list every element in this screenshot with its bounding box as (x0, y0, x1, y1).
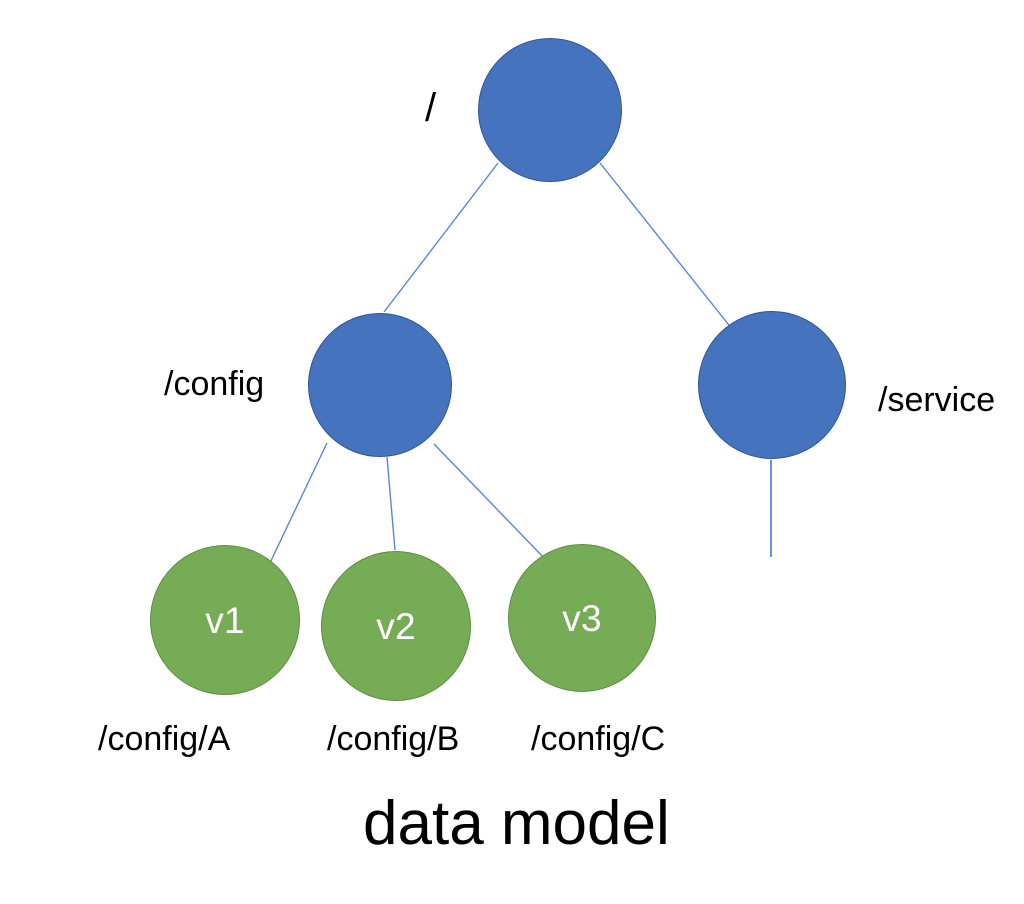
node-config-label: /config (164, 365, 265, 403)
node-service-label: /service (878, 381, 996, 419)
edge-root-service (599, 162, 737, 335)
edge-config-v2 (386, 456, 396, 551)
node-v1-text: v1 (205, 599, 245, 641)
diagram-caption: data model (363, 789, 670, 858)
node-root-label: / (425, 86, 437, 130)
node-v2-label: /config/B (327, 720, 460, 758)
node-v2-text: v2 (376, 605, 416, 647)
node-v3[interactable]: v3 (508, 544, 656, 692)
node-v3-label: /config/C (531, 720, 666, 758)
edge-root-config (383, 162, 499, 313)
node-config[interactable] (308, 313, 452, 457)
node-v1-label: /config/A (98, 720, 231, 758)
node-v1[interactable]: v1 (150, 545, 300, 695)
node-v2[interactable]: v2 (321, 551, 471, 701)
node-root[interactable] (478, 38, 622, 182)
node-v3-text: v3 (562, 597, 602, 639)
node-service[interactable] (698, 311, 846, 459)
edge-config-v3 (433, 443, 547, 561)
edge-config-v1 (267, 442, 328, 568)
